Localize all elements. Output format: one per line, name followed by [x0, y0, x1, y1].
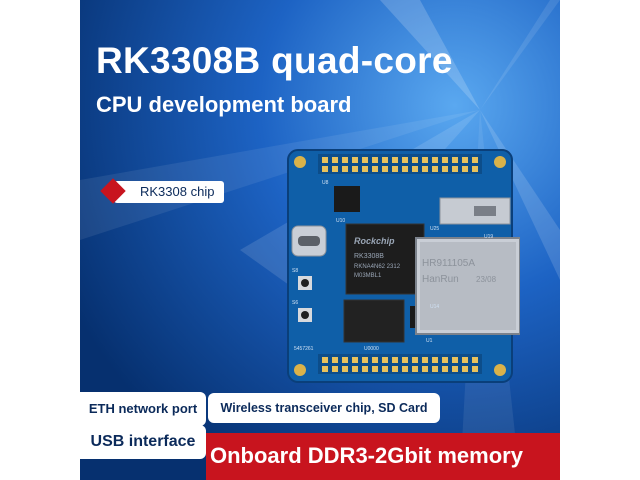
- silkscreen-label: U8: [322, 180, 329, 186]
- silkscreen-label: U10: [336, 218, 345, 224]
- top-pin-header: [318, 154, 482, 174]
- mounting-hole: [294, 156, 306, 168]
- mounting-hole: [294, 364, 306, 376]
- headline-subtitle: CPU development board: [96, 92, 352, 117]
- silkscreen-label: U25: [430, 226, 439, 232]
- cpu-line-1: RKNA4N62 2312: [354, 264, 401, 270]
- ethernet-jack: HanRun HR911105A 23/08: [415, 237, 520, 335]
- cpu-line-2: M03MBL1: [354, 273, 382, 279]
- chip-callout: RK3308 chip: [114, 181, 225, 203]
- development-board: Rockchip RK3308B RKNA4N62 2312 M03MBL1 H…: [287, 149, 520, 383]
- usb-callout: USB interface: [80, 425, 206, 459]
- eth-callout: ETH network port: [80, 392, 206, 426]
- cpu-model: RK3308B: [354, 253, 384, 260]
- sd-card-slot: [439, 197, 511, 225]
- bottom-pin-header: [318, 354, 482, 374]
- silkscreen-label: S8: [292, 268, 298, 274]
- memory-banner: [206, 433, 560, 480]
- mounting-hole: [494, 364, 506, 376]
- jack-brand: HanRun: [422, 274, 459, 285]
- jack-code: 23/08: [476, 275, 497, 284]
- silkscreen-label: U0000: [364, 346, 379, 352]
- jack-model: HR911105A: [422, 258, 475, 269]
- ddr3-memory-chip: [343, 299, 405, 343]
- cpu-chip: Rockchip RK3308B RKNA4N62 2312 M03MBL1: [345, 223, 425, 295]
- silkscreen-label: U19: [484, 234, 493, 240]
- memory-callout: Onboard DDR3-2Gbit memory: [210, 443, 523, 468]
- product-poster: RK3308B quad-core CPU development board …: [80, 0, 560, 480]
- small-ic: [334, 186, 360, 212]
- cpu-brand: Rockchip: [354, 236, 395, 246]
- silkscreen-label: 5457261: [294, 346, 314, 352]
- silkscreen-label: U14: [430, 304, 439, 310]
- wireless-callout: Wireless transceiver chip, SD Card: [208, 393, 440, 423]
- mounting-hole: [494, 156, 506, 168]
- usb-c-connector: [291, 225, 327, 257]
- headline-title: RK3308B quad-core: [96, 40, 453, 81]
- silkscreen-label: U1: [426, 338, 433, 344]
- silkscreen-label: S6: [292, 300, 298, 306]
